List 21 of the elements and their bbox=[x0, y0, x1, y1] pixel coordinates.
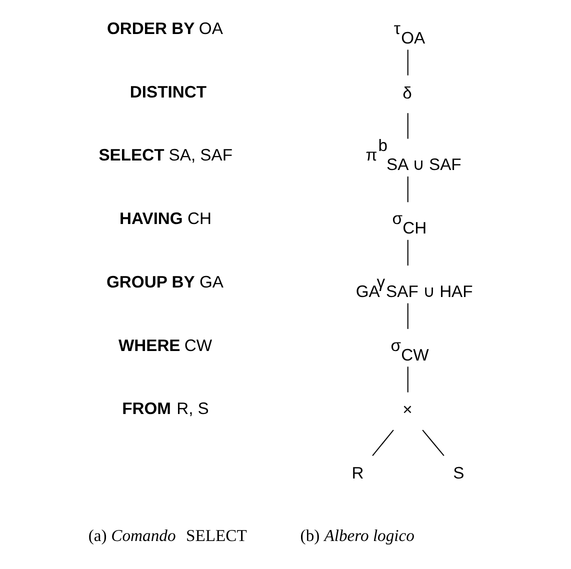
label: SELECT SA, SAF bbox=[98, 146, 232, 165]
connector bbox=[372, 430, 394, 456]
label: GROUP BY GA bbox=[106, 272, 224, 292]
node-text: R bbox=[352, 464, 364, 483]
connector bbox=[407, 240, 408, 266]
label: WHERE CW bbox=[118, 336, 212, 355]
connector bbox=[407, 366, 408, 392]
node-text: δ bbox=[402, 83, 412, 102]
node-text: × bbox=[402, 400, 412, 420]
connector bbox=[422, 430, 444, 456]
label: HAVING CH bbox=[119, 209, 212, 228]
connector bbox=[407, 113, 408, 139]
connector bbox=[407, 50, 408, 76]
connector bbox=[407, 176, 408, 202]
node-text: S bbox=[453, 464, 464, 483]
label: (b) Albero logico bbox=[300, 526, 414, 545]
connector bbox=[407, 303, 408, 329]
label: (a) Comando SELECT bbox=[88, 526, 247, 545]
label: FROM R, S bbox=[122, 399, 209, 418]
label: DISTINCT bbox=[130, 82, 206, 102]
label: ORDER BY OA bbox=[107, 18, 223, 38]
